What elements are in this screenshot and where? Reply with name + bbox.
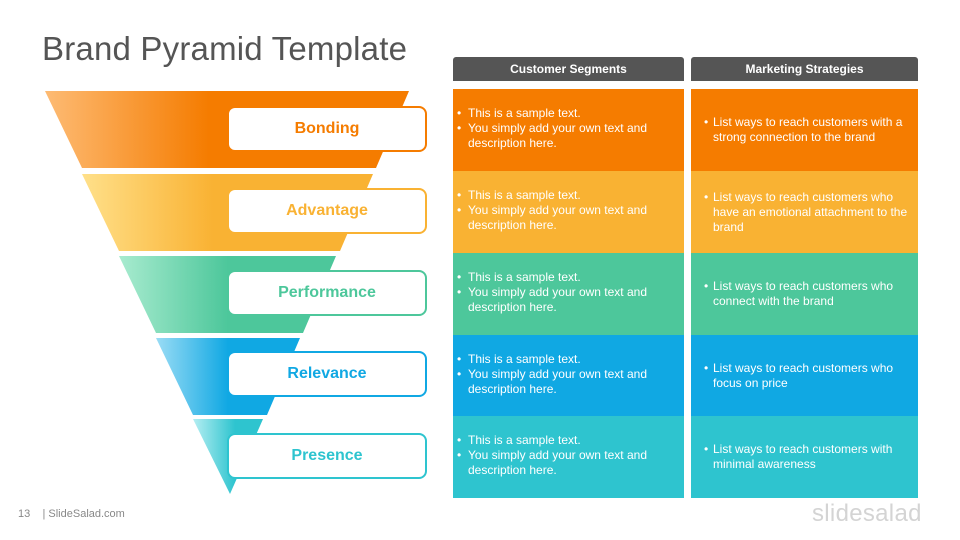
customer-segment-cell-performance: This is a sample text.You simply add you… xyxy=(453,253,684,335)
level-label-advantage: Advantage xyxy=(227,188,427,234)
cs-bullet: You simply add your own text and descrip… xyxy=(454,203,676,233)
ms-bullet: List ways to reach customers who have an… xyxy=(701,190,910,235)
slide-title: Brand Pyramid Template xyxy=(42,30,408,67)
marketing-strategy-cell-advantage: List ways to reach customers who have an… xyxy=(691,171,918,253)
customer-segment-cell-bonding: This is a sample text.You simply add you… xyxy=(453,89,684,171)
cs-bullet: This is a sample text. xyxy=(454,270,676,285)
column-header-customer-segments: Customer Segments xyxy=(453,57,684,81)
cs-bullet: You simply add your own text and descrip… xyxy=(454,367,676,397)
customer-segment-cell-presence: This is a sample text.You simply add you… xyxy=(453,416,684,498)
cs-bullet: You simply add your own text and descrip… xyxy=(454,285,676,315)
cs-bullet: You simply add your own text and descrip… xyxy=(454,121,676,151)
marketing-strategy-cell-presence: List ways to reach customers with minima… xyxy=(691,416,918,498)
customer-segment-cell-relevance: This is a sample text.You simply add you… xyxy=(453,335,684,417)
ms-bullet: List ways to reach customers who connect… xyxy=(701,279,910,309)
level-label-bonding: Bonding xyxy=(227,106,427,152)
ms-bullet: List ways to reach customers with minima… xyxy=(701,442,910,472)
cs-bullet: This is a sample text. xyxy=(454,352,676,367)
brand-watermark: slidesalad xyxy=(812,500,922,527)
cs-bullet: This is a sample text. xyxy=(454,433,676,448)
customer-segment-cell-advantage: This is a sample text.You simply add you… xyxy=(453,171,684,253)
marketing-strategy-cell-bonding: List ways to reach customers with a stro… xyxy=(691,89,918,171)
cs-bullet: This is a sample text. xyxy=(454,106,676,121)
cs-bullet: You simply add your own text and descrip… xyxy=(454,448,676,478)
ms-bullet: List ways to reach customers with a stro… xyxy=(701,115,910,145)
footer-source: | SlideSalad.com xyxy=(42,508,125,520)
level-label-performance: Performance xyxy=(227,270,427,316)
brand-funnel xyxy=(45,91,409,494)
slide-footer: 13 | SlideSalad.com xyxy=(18,508,125,520)
column-header-marketing-strategies: Marketing Strategies xyxy=(691,57,918,81)
cs-bullet: This is a sample text. xyxy=(454,188,676,203)
page-number: 13 xyxy=(18,508,31,520)
marketing-strategy-cell-performance: List ways to reach customers who connect… xyxy=(691,253,918,335)
level-label-relevance: Relevance xyxy=(227,351,427,397)
marketing-strategy-cell-relevance: List ways to reach customers who focus o… xyxy=(691,335,918,417)
level-label-presence: Presence xyxy=(227,433,427,479)
ms-bullet: List ways to reach customers who focus o… xyxy=(701,361,910,391)
